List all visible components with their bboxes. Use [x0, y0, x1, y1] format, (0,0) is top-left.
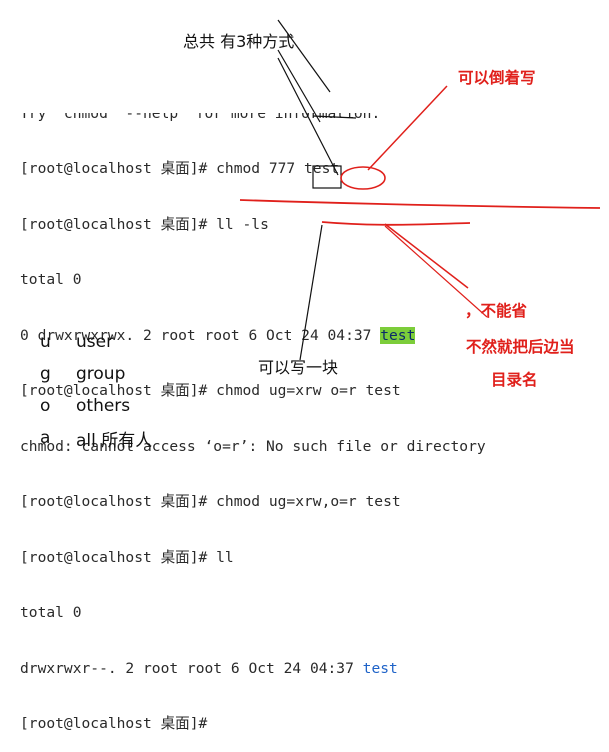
- terminal-line: total 0: [20, 271, 82, 288]
- annotation-reverse: 可以倒着写: [458, 69, 536, 87]
- annotation-otherwise: 不然就把后边当: [466, 338, 575, 356]
- pointer-line: [277, 19, 331, 93]
- terminal-line: 0 drwxrwxrwx. 2 root root 6 Oct 24 04:37…: [20, 326, 416, 344]
- pointer-line: [299, 224, 323, 361]
- annotation-dirname: 目录名: [491, 371, 538, 389]
- red-pointer: [367, 85, 448, 171]
- terminal-line: [root@localhost 桌面]# ll: [20, 548, 234, 566]
- terminal-line: drwxrwxr--. 2 root root 6 Oct 24 04:37 t…: [20, 659, 398, 677]
- terminal-line: [root@localhost 桌面]# chmod 777 test: [20, 160, 340, 177]
- annotation-drawing: [239, 19, 601, 361]
- directory-name-highlight: test: [380, 326, 416, 344]
- terminal-line: [root@localhost 桌面]# ll -ls: [20, 215, 269, 233]
- annotation-together: 可以写一块: [258, 358, 339, 377]
- red-pointer: [384, 223, 469, 289]
- red-circle-xrw: [340, 166, 386, 190]
- annotation-title: 总共 有3种方式: [183, 32, 295, 51]
- directory-name-blue: test: [362, 659, 398, 677]
- terminal-cut-line: Try chmod --help for more information.: [20, 113, 381, 122]
- terminal-line: [root@localhost 桌面]# chmod ug=xrw o=r te…: [20, 382, 401, 399]
- terminal-prompt-line[interactable]: [root@localhost 桌面]#: [20, 715, 217, 732]
- red-pointer: [384, 225, 488, 318]
- terminal-error-line: chmod: cannot access ‘o=r’: No such file…: [20, 437, 486, 455]
- terminal-line: total 0: [20, 604, 82, 621]
- annotation-cannot-omit: ，不能省: [465, 302, 528, 320]
- red-underline-error: [239, 199, 601, 209]
- pointer-line: [277, 57, 339, 176]
- pointer-line: [277, 49, 321, 123]
- red-underline-cmd: [321, 221, 471, 226]
- box-ug: [312, 165, 342, 189]
- underline-777: [312, 115, 357, 119]
- terminal-line: [root@localhost 桌面]# chmod ug=xrw,o=r te…: [20, 493, 401, 510]
